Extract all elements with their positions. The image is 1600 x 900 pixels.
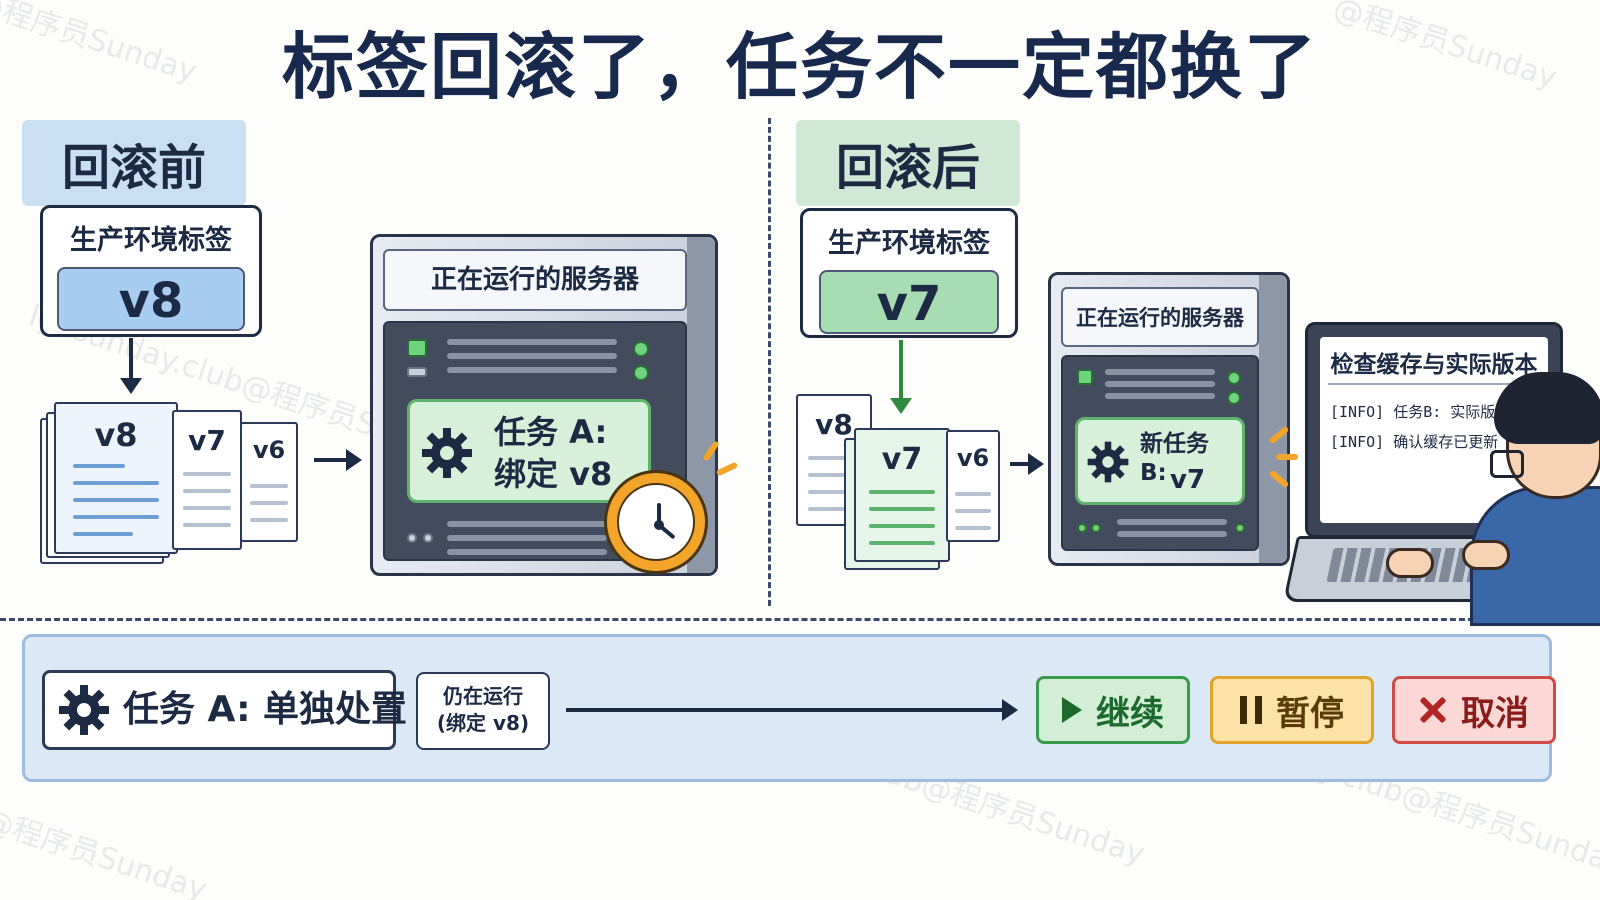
bottom-divider <box>0 618 1600 621</box>
led-indicator <box>1091 523 1101 533</box>
doc-v7: v7 <box>854 428 950 562</box>
doc-lines <box>72 464 160 549</box>
led-indicator <box>1077 369 1093 385</box>
before-production-tag: 生产环境标签 v8 <box>40 205 262 337</box>
tag-value: v7 <box>819 270 999 334</box>
log-line: [INFO] 任务B: 实际版本 v7 <box>1330 403 1538 421</box>
play-icon <box>1062 697 1082 723</box>
gear-icon <box>422 428 472 478</box>
vent-slot <box>447 339 617 345</box>
vent-slot <box>1105 381 1215 387</box>
task-a-panel: 任务 A: 绑定 v8 <box>407 399 651 503</box>
pause-button[interactable]: 暂停 <box>1210 676 1374 744</box>
pause-icon <box>1240 696 1262 724</box>
vent-slot <box>447 549 607 555</box>
status-line: 仍在运行 <box>443 684 523 708</box>
led-indicator <box>633 341 649 357</box>
tag-value: v8 <box>57 267 245 331</box>
log-line: [INFO] 确认缓存已更新 <box>1330 433 1499 451</box>
close-icon <box>1419 696 1447 724</box>
doc-lines <box>183 472 231 540</box>
cancel-button-label: 取消 <box>1461 693 1529 734</box>
gear-icon <box>59 685 109 735</box>
continue-button[interactable]: 继续 <box>1036 676 1190 744</box>
vent-slot <box>1117 531 1227 537</box>
server-side-panel <box>1259 275 1287 563</box>
after-production-tag: 生产环境标签 v7 <box>800 208 1018 338</box>
vent-slot <box>1117 519 1227 525</box>
clock-face <box>617 483 695 561</box>
alert-spark-icon <box>1276 454 1298 460</box>
doc-label: v6 <box>252 436 286 464</box>
clock-hour-hand <box>657 503 661 525</box>
status-to-actions-arrow <box>566 699 1018 721</box>
led-indicator <box>407 533 417 543</box>
led-indicator <box>407 367 427 377</box>
clock-pin <box>654 520 664 530</box>
gear-icon <box>1087 441 1129 483</box>
server-title: 正在运行的服务器 <box>383 249 687 311</box>
clock-icon <box>604 470 708 574</box>
task-a-line1: 任务 A: <box>494 413 608 451</box>
tag-title: 生产环境标签 <box>70 225 232 256</box>
tag-to-docs-arrow <box>890 340 912 414</box>
after-server: 正在运行的服务器 新任务 B: v7 <box>1048 272 1290 566</box>
task-a-chip-label: 任务 A: 单独处置 <box>123 689 407 730</box>
glasses-icon <box>1490 450 1524 478</box>
laptop-screen-title: 检查缓存与实际版本 <box>1330 352 1538 378</box>
doc-v6: v6 <box>240 422 298 542</box>
vent-slot <box>447 353 617 359</box>
server-title: 正在运行的服务器 <box>1061 287 1259 347</box>
doc-lines <box>808 456 860 524</box>
doc-lines <box>868 490 936 558</box>
doc-lines <box>955 492 991 543</box>
task-a-chip: 任务 A: 单独处置 <box>42 670 407 750</box>
task-b-line1: 新任务 B: <box>1140 431 1209 486</box>
server-body: 新任务 B: v7 <box>1061 355 1259 551</box>
watermark: @程序员Sunday <box>0 802 211 900</box>
person-hand <box>1462 540 1510 570</box>
alert-spark-icon <box>715 461 739 477</box>
page-title: 标签回滚了，任务不一定都换了 <box>281 25 1318 109</box>
person-hair <box>1494 372 1600 444</box>
task-b-line2: v7 <box>1170 465 1206 495</box>
docs-to-server-arrow <box>1010 453 1044 475</box>
led-indicator <box>633 365 649 381</box>
status-line: (绑定 v8) <box>436 711 530 735</box>
led-indicator <box>423 533 433 543</box>
doc-label: v8 <box>94 416 138 454</box>
led-indicator <box>1235 523 1245 533</box>
doc-v6: v6 <box>946 430 1000 542</box>
screen-divider <box>1328 383 1540 385</box>
pause-button-label: 暂停 <box>1276 693 1344 734</box>
doc-label: v7 <box>881 442 923 477</box>
doc-label: v7 <box>188 424 226 457</box>
before-section-label: 回滚前 <box>22 120 247 206</box>
vent-slot <box>447 367 617 373</box>
person-hand <box>1386 548 1434 578</box>
doc-v8: v8 <box>54 402 178 554</box>
doc-lines <box>249 484 289 535</box>
task-b-panel: 新任务 B: v7 <box>1075 417 1245 505</box>
continue-button-label: 继续 <box>1096 693 1164 734</box>
docs-to-server-arrow <box>314 449 362 471</box>
cancel-button[interactable]: 取消 <box>1392 676 1556 744</box>
vent-slot <box>1105 393 1215 399</box>
doc-label: v6 <box>956 444 990 472</box>
task-a-line2: 绑定 v8 <box>494 455 613 493</box>
tag-title: 生产环境标签 <box>828 228 990 259</box>
led-indicator <box>1227 371 1241 385</box>
vent-slot <box>1105 369 1215 375</box>
task-a-status-badge: 仍在运行 (绑定 v8) <box>416 672 550 750</box>
after-section-label: 回滚后 <box>796 120 1021 206</box>
led-indicator <box>1077 523 1087 533</box>
vent-slot <box>447 535 607 541</box>
doc-label: v8 <box>815 408 853 441</box>
section-divider <box>768 118 771 606</box>
doc-v7: v7 <box>172 410 242 550</box>
vent-slot <box>447 521 607 527</box>
led-indicator <box>407 339 427 357</box>
tag-to-docs-arrow <box>120 338 142 394</box>
led-indicator <box>1227 391 1241 405</box>
